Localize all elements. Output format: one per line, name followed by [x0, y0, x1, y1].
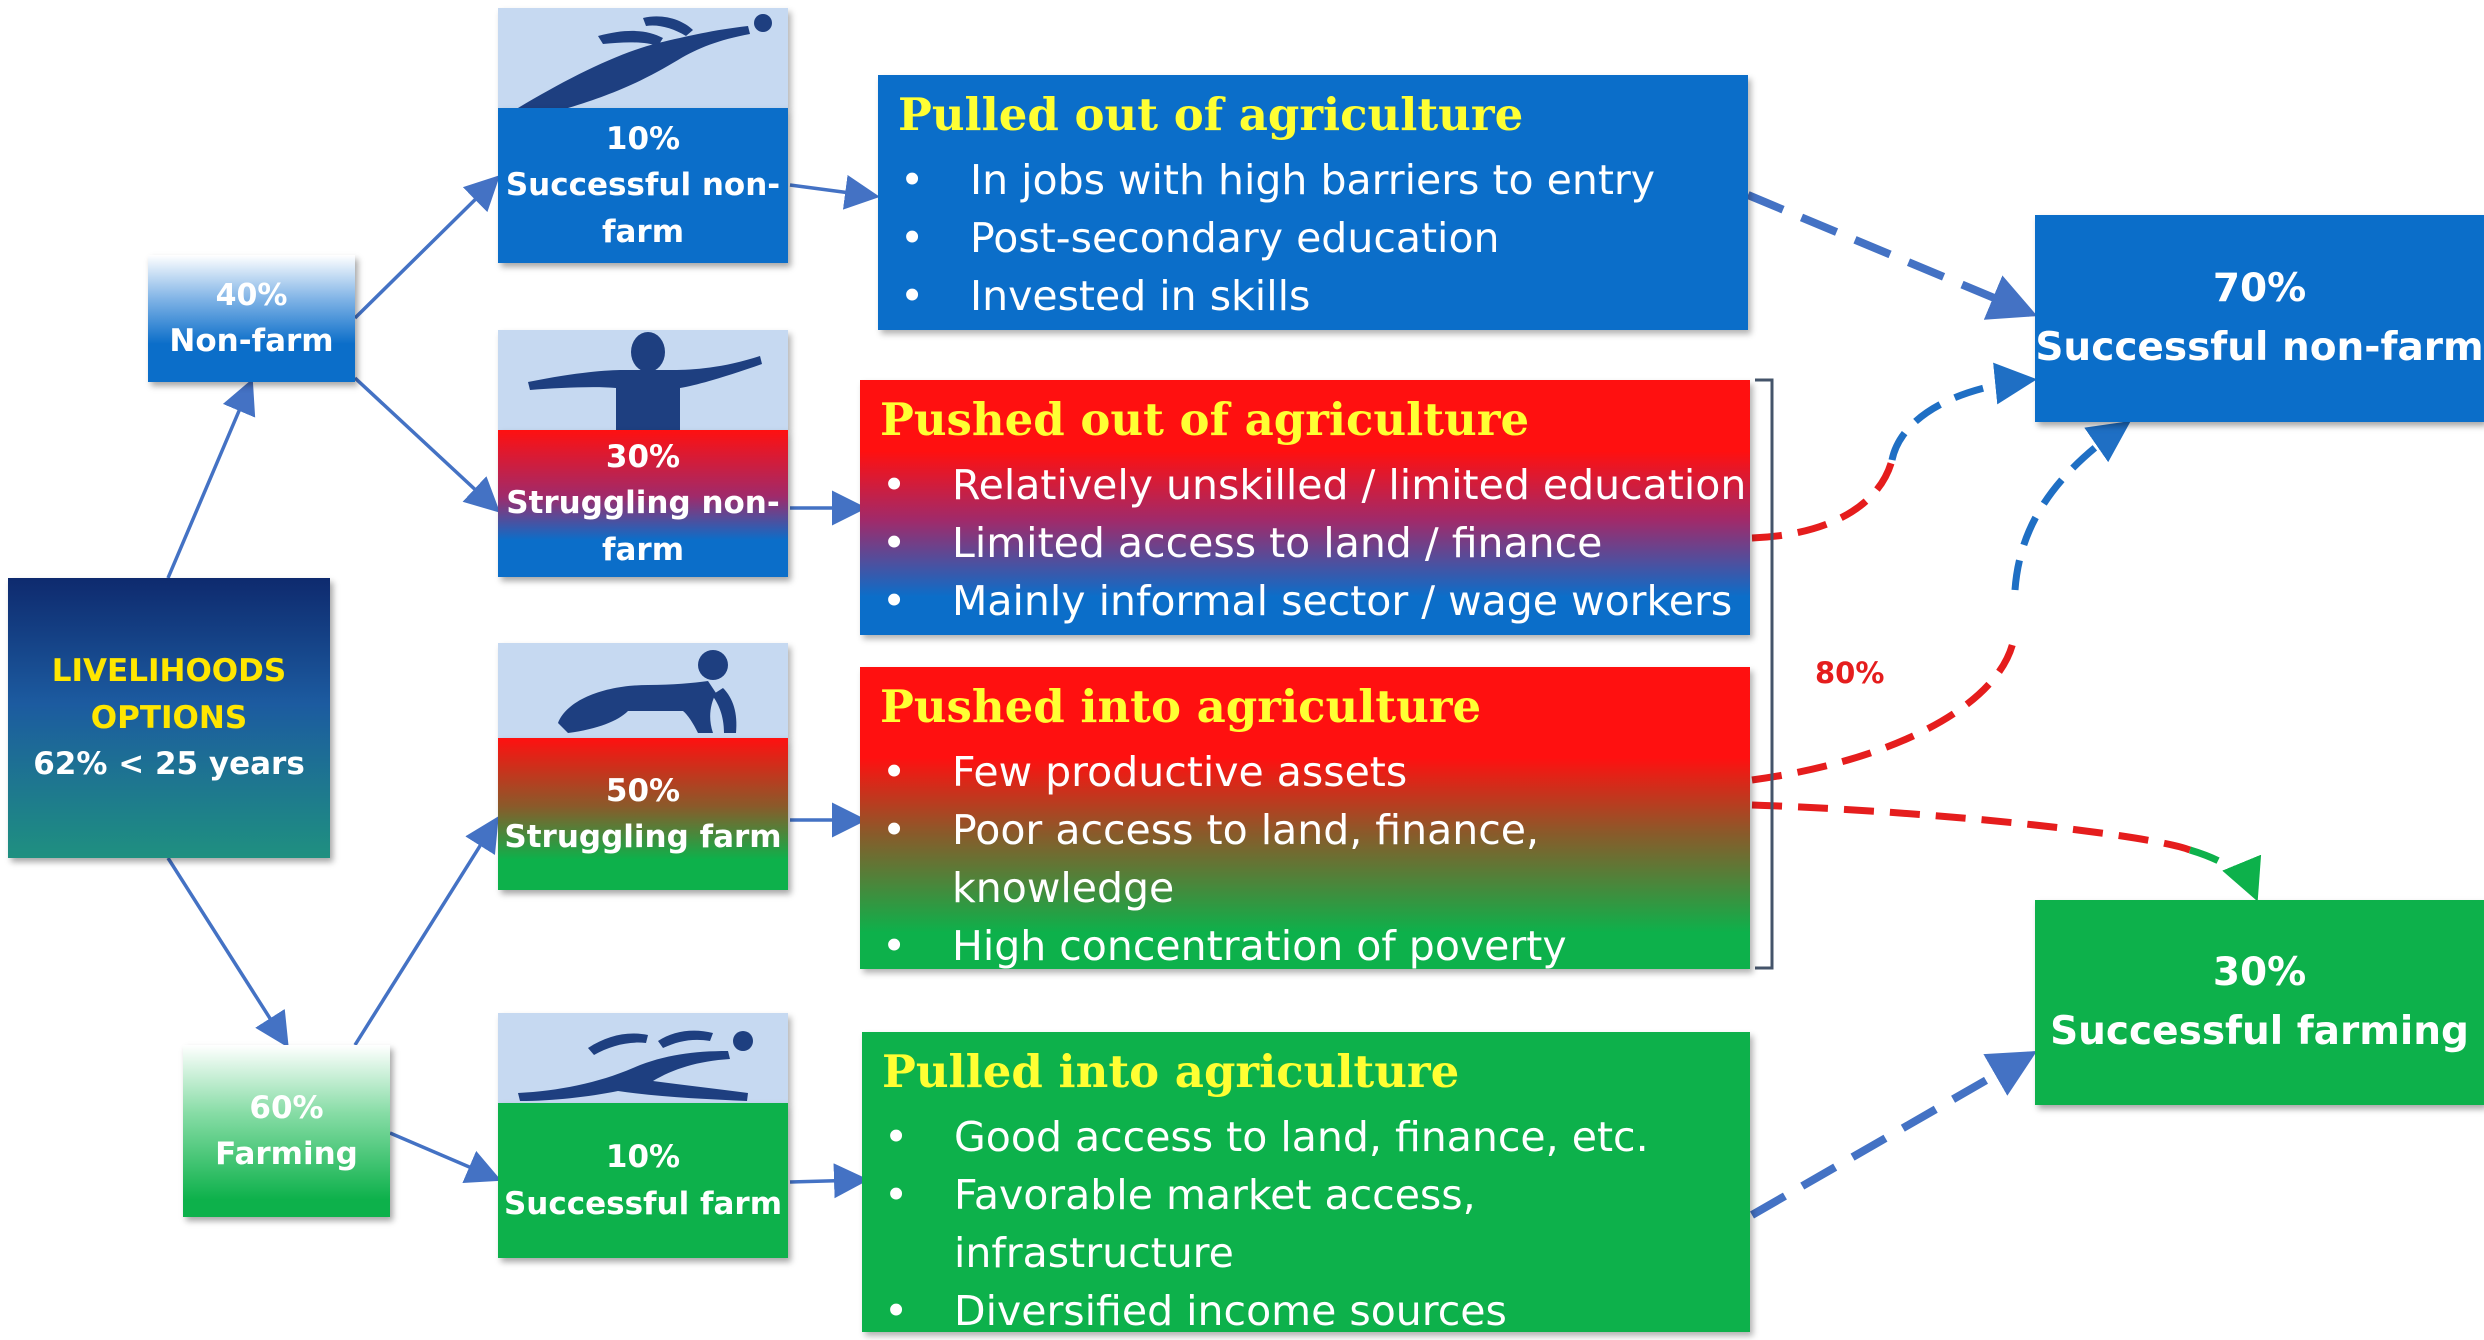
dashed-arrow-pulled-out — [1746, 191, 2038, 320]
pulled-out-list: In jobs with high barriers to entry Post… — [898, 151, 1748, 325]
dashed-curve-pushed-into-blue — [2011, 421, 2131, 591]
standing-person-icon — [498, 330, 788, 430]
arrow-nonfarm-to-struggling — [353, 376, 501, 513]
farming-pct: 60% — [249, 1089, 324, 1126]
bracket-percentage-label: 80% — [1815, 656, 1885, 690]
farming-label: Farming — [215, 1136, 358, 1172]
list-item: Post-secondary education — [898, 209, 1748, 267]
standing-person-figure — [528, 332, 762, 430]
arrow-farming-to-successful — [389, 1131, 502, 1184]
pushed-into-list: Few productive assets Poor access to lan… — [880, 743, 1750, 975]
list-item: Limited access to land / finance — [880, 514, 1750, 572]
pushed-out-box: Pushed out of agriculture Relatively uns… — [860, 380, 1750, 635]
sprinting-person-icon — [498, 8, 788, 108]
pushed-into-box: Pushed into agriculture Few productive a… — [860, 667, 1750, 975]
pushed-out-list: Relatively unskilled / limited education… — [880, 456, 1750, 630]
dashed-curve-pushed-out-blue — [1888, 362, 2037, 461]
branch-4-pct: 10% — [605, 1139, 681, 1175]
list-item: Favorable market access, infrastructure — [882, 1166, 1750, 1282]
outcome-1-pct: 70% — [2212, 266, 2307, 311]
arrow-root-to-nonfarm — [166, 378, 256, 579]
dashed-curve-to-farming-green — [2188, 846, 2262, 902]
crawling-baby-figure — [558, 650, 737, 733]
root-title-line1: LIVELIHOODS — [51, 653, 287, 690]
crawling-baby-icon — [498, 643, 788, 738]
pulled-out-title: Pulled out of agriculture — [898, 88, 1524, 141]
list-item: Diversified income sources — [882, 1282, 1750, 1340]
branch-1-pct: 10% — [605, 120, 681, 157]
arrow-nonfarm-to-successful — [353, 175, 500, 320]
branch-1-label-line2: farm — [602, 213, 684, 250]
branch-successful-nonfarm: 10% Successful non- farm — [498, 108, 788, 263]
arrow-branch1-to-box1 — [789, 174, 880, 210]
running-person-figure — [518, 1030, 753, 1101]
pushed-into-title: Pushed into agriculture — [880, 680, 1482, 733]
dashed-curve-pushed-out-red — [1751, 459, 1896, 542]
list-item: Invested in skills — [898, 267, 1748, 325]
dashed-arrow-pulled-into — [1750, 1051, 2037, 1219]
root-subtitle: 62% < 25 years — [33, 746, 305, 783]
arrow-root-to-farming — [166, 857, 289, 1048]
arrow-branch4-to-box4 — [789, 1163, 869, 1199]
branch-1-label-line1: Successful non- — [505, 167, 781, 204]
farming-node: 60% Farming — [183, 1045, 390, 1217]
nonfarm-label: Non-farm — [169, 322, 334, 359]
list-item: Good access to land, finance, etc. — [882, 1108, 1750, 1166]
list-item: Poor access to land, finance, knowledge — [880, 801, 1750, 917]
outcome-2-label: Successful farming — [2050, 1008, 2469, 1054]
branch-struggling-nonfarm: 30% Struggling non- farm — [498, 430, 788, 577]
outcome-2-pct: 30% — [2212, 950, 2307, 995]
livelihoods-options-node: LIVELIHOODS OPTIONS 62% < 25 years — [8, 578, 330, 858]
pulled-into-list: Good access to land, finance, etc. Favor… — [882, 1108, 1750, 1340]
list-item: High concentration of poverty — [880, 917, 1750, 975]
branch-4-label-line1: Successful farm — [503, 1185, 783, 1222]
nonfarm-node: 40% Non-farm — [148, 255, 355, 382]
sprinting-person-figure — [518, 14, 772, 108]
list-item: Mainly informal sector / wage workers — [880, 572, 1750, 630]
outcome-1-label: Successful non-farm — [2035, 324, 2484, 370]
branch-3-label-line1: Struggling farm — [504, 819, 782, 855]
list-item: Relatively unskilled / limited education — [880, 456, 1750, 514]
dashed-curve-to-farming-red — [1751, 801, 2192, 854]
pushed-out-title: Pushed out of agriculture — [880, 393, 1530, 446]
pulled-into-title: Pulled into agriculture — [882, 1045, 1460, 1098]
running-person-icon — [498, 1013, 788, 1103]
arrow-farming-to-struggling — [353, 816, 499, 1046]
nonfarm-pct: 40% — [215, 277, 288, 313]
root-title-line2: OPTIONS — [90, 699, 248, 736]
branch-successful-farm: 10% Successful farm — [498, 1103, 788, 1258]
pulled-out-box: Pulled out of agriculture In jobs with h… — [878, 75, 1748, 330]
branch-struggling-farm: 50% Struggling farm — [498, 738, 788, 890]
bracket-80 — [1755, 378, 1774, 970]
outcome-successful-nonfarm: 70% Successful non-farm — [2035, 215, 2484, 422]
list-item: Few productive assets — [880, 743, 1750, 801]
branch-2-label-line2: farm — [602, 531, 684, 568]
pulled-into-box: Pulled into agriculture Good access to l… — [862, 1032, 1750, 1340]
outcome-successful-farming: 30% Successful farming — [2035, 900, 2484, 1105]
branch-2-label-line1: Struggling non- — [506, 485, 780, 522]
branch-2-pct: 30% — [605, 438, 681, 475]
list-item: In jobs with high barriers to entry — [898, 151, 1748, 209]
dashed-curve-pushed-into-red — [1751, 629, 2019, 784]
branch-3-pct: 50% — [605, 772, 681, 809]
